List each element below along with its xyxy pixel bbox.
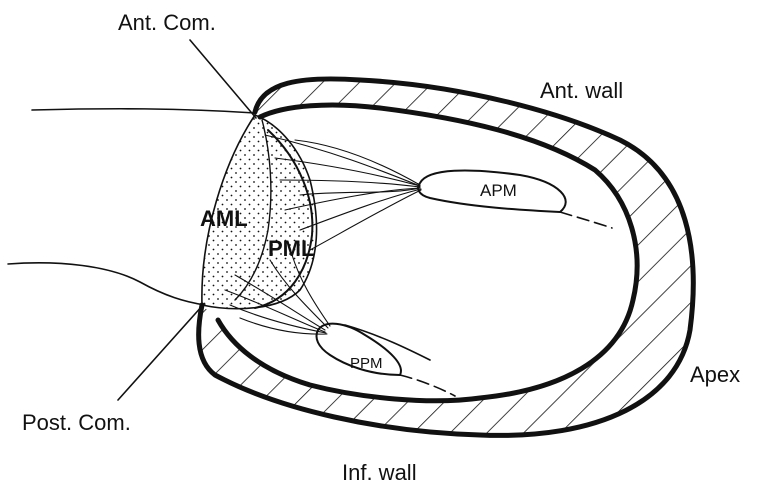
ant-com-leader — [190, 40, 256, 118]
apm-label: APM — [480, 181, 517, 200]
apex-label: Apex — [690, 362, 740, 387]
upper-atrial-line — [32, 109, 255, 113]
post-com-label: Post. Com. — [22, 410, 131, 435]
ppm-tail-dashed — [400, 375, 455, 396]
apm-tail-dashed — [560, 212, 612, 228]
pml-label: PML — [268, 236, 314, 261]
ant-com-label: Ant. Com. — [118, 10, 216, 35]
aml-label: AML — [200, 206, 248, 231]
ppm-label: PPM — [350, 355, 383, 372]
inf-wall-label: Inf. wall — [342, 460, 417, 485]
ant-wall-label: Ant. wall — [540, 78, 623, 103]
post-com-leader — [118, 305, 203, 400]
lower-atrial-line — [8, 263, 205, 305]
